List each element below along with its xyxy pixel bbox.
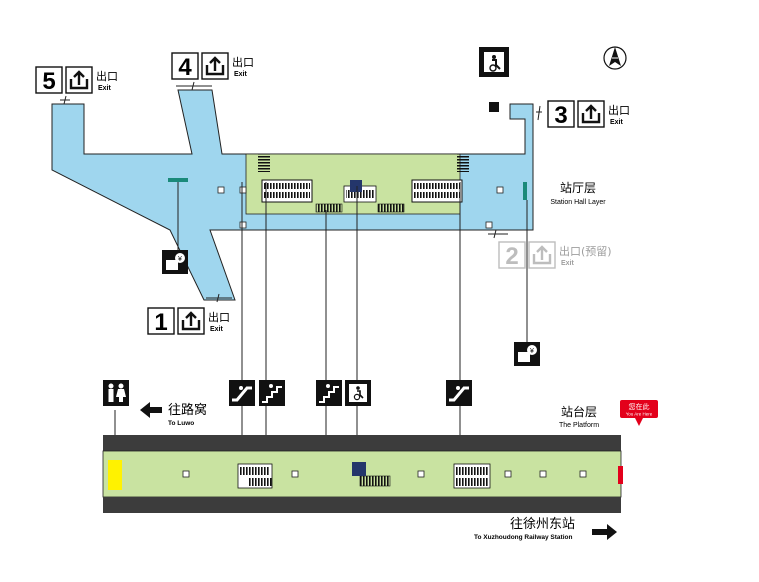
exit-5-label: 5 出口 Exit	[35, 66, 118, 95]
ticket-machine-icon: ¥	[162, 250, 188, 274]
exit-2-label: 2 出口(预留) Exit	[498, 241, 612, 270]
svg-text:您在此: 您在此	[629, 402, 650, 411]
escalator-icon	[229, 380, 255, 406]
svg-text:出口(预留): 出口(预留)	[559, 244, 612, 258]
svg-text:3: 3	[554, 102, 567, 129]
you-are-here-badge: 您在此 You Are Here	[620, 400, 658, 426]
hall-level-title: 站厅层	[560, 181, 596, 195]
svg-text:Exit: Exit	[234, 71, 248, 78]
platform-escalator-right	[453, 463, 491, 489]
exit-3-label: 3 出口 Exit	[547, 100, 630, 129]
svg-text:出口: 出口	[232, 55, 254, 69]
concourse-stairs-right	[457, 154, 469, 172]
concourse-stairs-left	[258, 154, 270, 172]
exit-arrow-icon	[201, 52, 229, 80]
concourse-columns	[217, 186, 504, 229]
stairs-icon	[316, 380, 342, 406]
platform-escalator-left	[237, 463, 273, 489]
exit3-elevator	[489, 102, 499, 112]
fare-gate-right	[523, 182, 527, 200]
svg-text:4: 4	[178, 54, 192, 81]
exit-arrow-icon	[577, 100, 605, 128]
svg-text:Exit: Exit	[561, 260, 575, 267]
elevator-icon	[479, 47, 509, 77]
platform-level-title: 站台层	[561, 404, 597, 419]
direction-right: 往徐州东站 To Xuzhoudong Railway Station	[474, 517, 617, 541]
svg-text:出口: 出口	[96, 69, 118, 83]
svg-text:You Are Here: You Are Here	[626, 412, 653, 417]
exit-ticks	[60, 81, 542, 303]
hall-escalator-left	[261, 179, 313, 203]
svg-text:To Xuzhoudong Railway Station: To Xuzhoudong Railway Station	[474, 534, 572, 541]
hall-elevator	[350, 180, 362, 192]
direction-left: 往路窝 To Luwo	[140, 402, 207, 427]
arrow-left-icon	[140, 402, 162, 418]
exit-arrow-icon	[528, 241, 556, 269]
svg-text:2: 2	[505, 243, 518, 270]
hall-escalator-right	[411, 179, 463, 203]
fare-gate-left	[168, 178, 188, 182]
svg-text:To Luwo: To Luwo	[168, 420, 194, 427]
north-arrow-icon	[603, 46, 627, 70]
svg-text:¥: ¥	[530, 348, 534, 355]
svg-text:出口: 出口	[208, 310, 230, 324]
svg-text:出口: 出口	[608, 103, 630, 117]
escalator-icon	[446, 380, 472, 406]
exit-4-label: 4 出口 Exit	[171, 52, 254, 81]
svg-text:往徐州东站: 往徐州东站	[510, 517, 575, 532]
svg-text:1: 1	[154, 309, 167, 336]
elevator-icon	[345, 380, 371, 406]
hall-level-subtitle: Station Hall Layer	[550, 199, 606, 206]
svg-text:5: 5	[42, 68, 55, 95]
platform-center-stairs	[352, 462, 391, 487]
stairs-icon	[259, 380, 285, 406]
svg-text:往路窝: 往路窝	[168, 402, 207, 418]
platform-columns	[182, 470, 587, 478]
exit-1-label: 1 出口 Exit	[147, 307, 230, 336]
exit-arrow-icon	[177, 307, 205, 335]
ticket-machine-icon: ¥	[514, 342, 540, 366]
platform-toilet-zone	[108, 460, 122, 490]
arrow-right-icon	[592, 524, 617, 540]
svg-text:Exit: Exit	[610, 119, 624, 126]
toilet-icon	[103, 380, 129, 406]
svg-text:Exit: Exit	[98, 85, 112, 92]
exit-arrow-icon	[65, 66, 93, 94]
svg-text:¥: ¥	[178, 256, 182, 263]
you-are-here-marker	[618, 466, 623, 484]
platform-level-subtitle: The Platform	[559, 422, 599, 429]
svg-text:Exit: Exit	[210, 326, 224, 333]
